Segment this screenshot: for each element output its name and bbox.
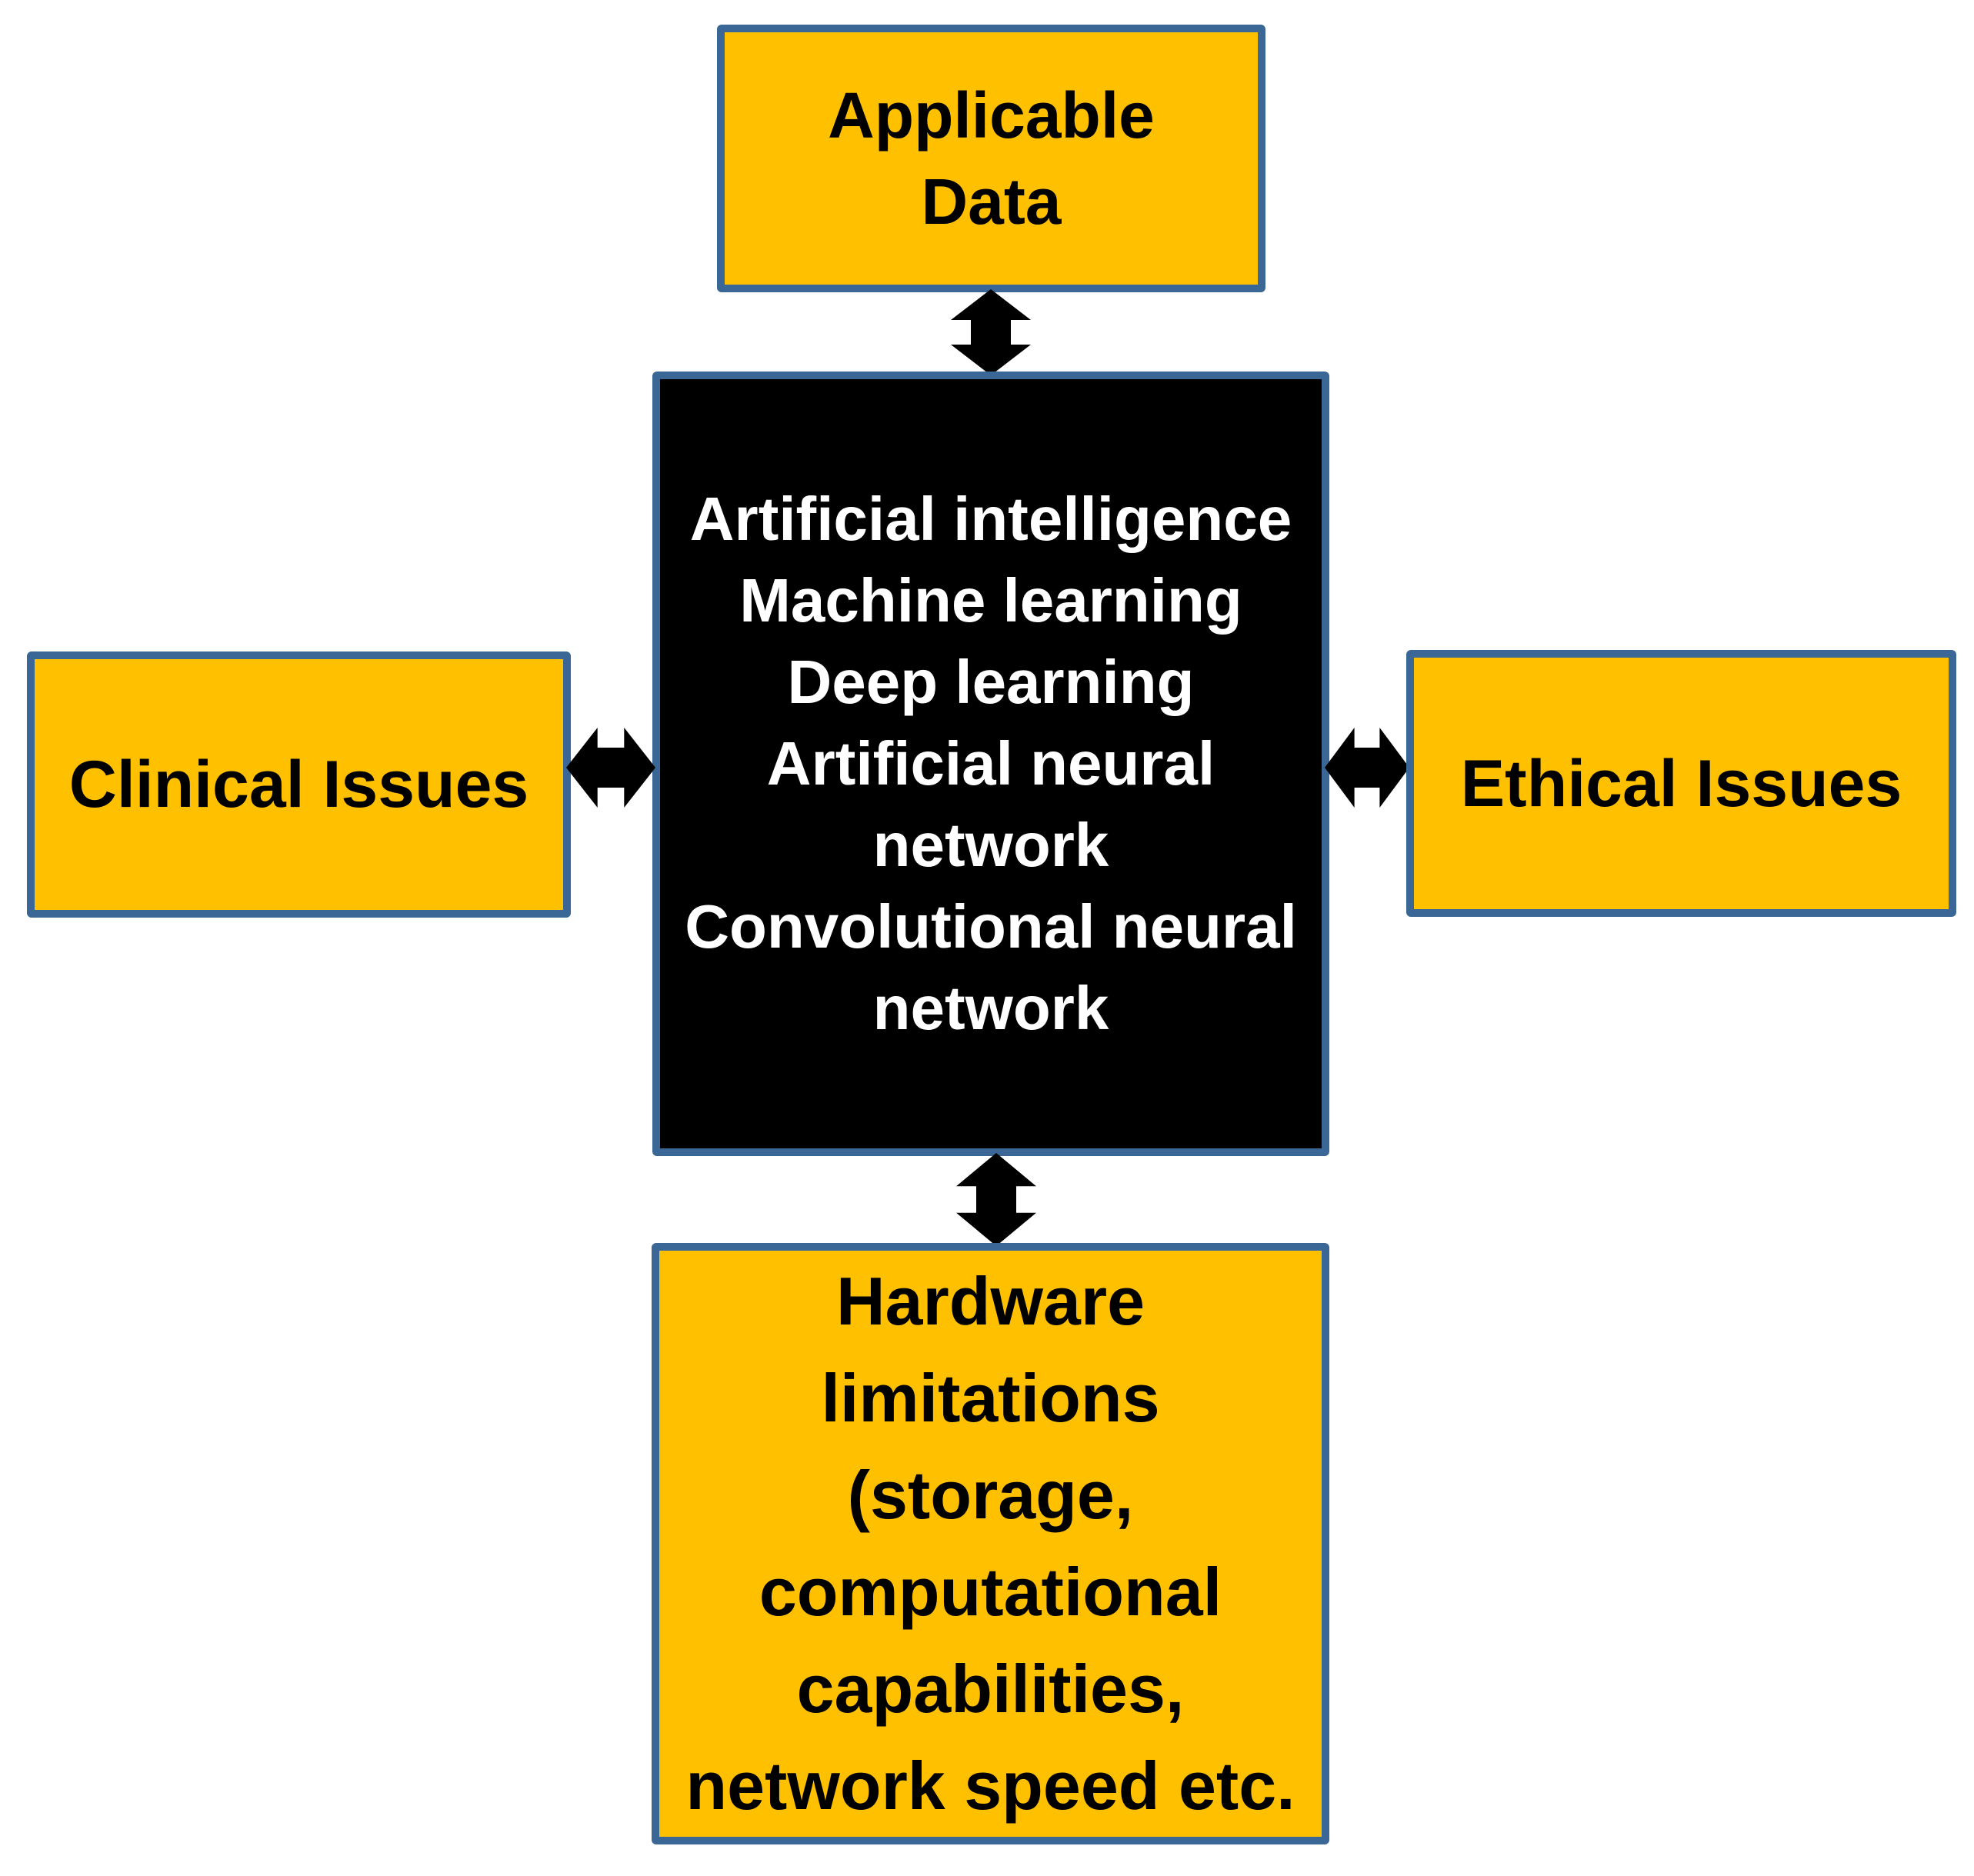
node-ai-terms-line-5: network <box>872 811 1109 879</box>
node-ai-terms-line-4: Artificial neural <box>766 729 1215 798</box>
bidirectional-arrow-right-icon <box>1325 728 1409 808</box>
node-ai-terms-line-6: Convolutional neural <box>685 892 1297 961</box>
node-hardware-limitations-line-1: Hardware <box>835 1263 1145 1339</box>
bidirectional-arrow-top-icon <box>951 289 1031 375</box>
node-ai-terms-line-3: Deep learning <box>787 648 1195 716</box>
node-ai-terms-line-2: Machine learning <box>739 566 1242 635</box>
node-ai-terms: Artificial intelligence Machine learning… <box>652 372 1329 1156</box>
node-hardware-limitations: Hardware limitations (storage, computati… <box>652 1243 1329 1844</box>
node-hardware-limitations-line-4: computational <box>759 1554 1222 1630</box>
node-applicable-data: Applicable Data <box>717 25 1265 292</box>
node-ethical-issues: Ethical Issues <box>1406 650 1956 917</box>
node-hardware-limitations-line-6: network speed etc. <box>685 1748 1295 1824</box>
bidirectional-arrow-bottom-icon <box>956 1153 1036 1246</box>
node-hardware-limitations-line-3: (storage, <box>847 1457 1134 1533</box>
node-applicable-data-line-2: Data <box>921 165 1062 238</box>
node-ai-terms-line-7: network <box>872 974 1109 1042</box>
node-clinical-issues-label: Clinical Issues <box>68 748 529 821</box>
node-hardware-limitations-line-5: capabilities, <box>796 1651 1185 1727</box>
node-hardware-limitations-line-2: limitations <box>821 1360 1160 1436</box>
node-ai-terms-line-1: Artificial intelligence <box>689 485 1292 553</box>
node-clinical-issues: Clinical Issues <box>27 651 571 918</box>
node-applicable-data-line-1: Applicable <box>828 79 1155 152</box>
node-ethical-issues-label: Ethical Issues <box>1460 746 1902 821</box>
bidirectional-arrow-left-icon <box>566 728 655 808</box>
